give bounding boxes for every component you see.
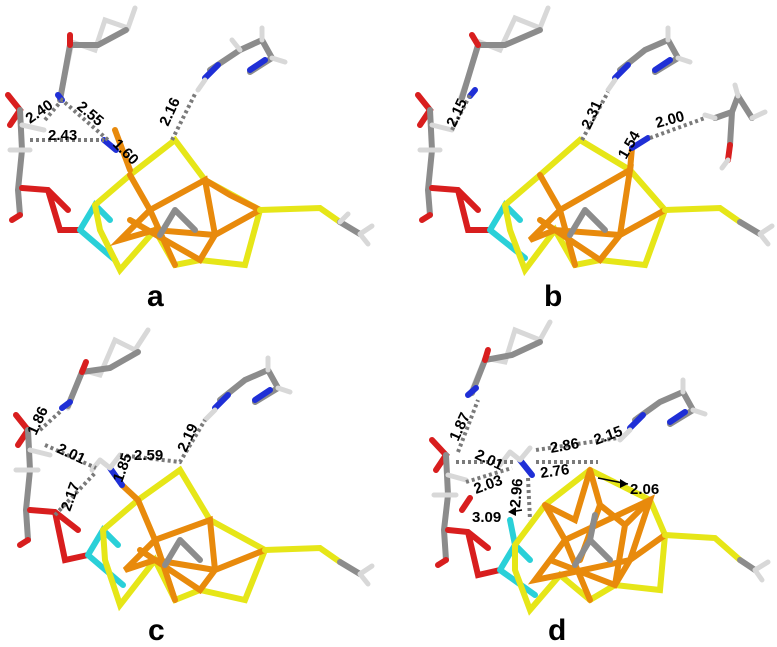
panel-a-distance-label: 1.60 (109, 136, 142, 169)
panel-c-distance-label: 1.86 (24, 404, 52, 438)
panel-c-label: c (148, 614, 165, 647)
panel-d-arrowhead (620, 479, 628, 488)
panel-b-hbond (450, 91, 706, 141)
panel-a-distance-label: 2.40 (23, 97, 57, 128)
panel-d-distance-label: 2.86 (549, 435, 581, 457)
panel-d-distance-label: 2.96 (507, 478, 526, 509)
panel-c-distance-label: 2.59 (134, 447, 163, 464)
panel-a-distance-label: 2.55 (73, 98, 106, 130)
panel-a-distance-label: 2.43 (48, 127, 77, 144)
panel-d-hbond (456, 399, 619, 521)
panel-d-arrowhead (508, 507, 516, 516)
panel-b-distance-label: 2.31 (578, 98, 606, 132)
panel-d-structure (429, 319, 771, 616)
panel-c-distance-label: 2.19 (174, 421, 202, 455)
panel-b: 2.15 2.31 1.54 2.00 b (415, 5, 775, 313)
panel-d-distance-label: 2.15 (592, 423, 625, 449)
panel-c-structure (13, 327, 375, 612)
panel-b-label: b (544, 280, 562, 313)
panel-a-label: a (147, 280, 164, 313)
panel-d-distance-label: 3.09 (472, 509, 501, 526)
panel-d-distance-label: 2.76 (539, 461, 570, 482)
panel-c-distance-label: 1.85 (110, 451, 136, 484)
panel-b-structure (415, 5, 775, 277)
panel-a-hbond (30, 91, 198, 142)
panel-a-structure (5, 5, 375, 276)
panel-d-label: d (548, 614, 566, 647)
panel-a: 2.40 2.55 2.43 1.60 2.16 a (5, 5, 375, 313)
panel-b-distance-label: 2.00 (654, 108, 687, 132)
panel-c-hbond (38, 408, 207, 517)
panel-d-distance-label: 1.87 (446, 410, 474, 444)
panel-c-distance-label: 2.17 (58, 480, 84, 513)
panel-d: 1.87 2.01 2.86 2.15 2.03 2.76 2.96 2.06 … (429, 319, 771, 647)
panel-c: 1.86 2.01 2.59 2.19 1.85 2.17 c (13, 327, 375, 647)
panel-d-distance-label: 2.03 (472, 472, 505, 498)
panel-d-distance-label: 2.06 (630, 481, 659, 498)
